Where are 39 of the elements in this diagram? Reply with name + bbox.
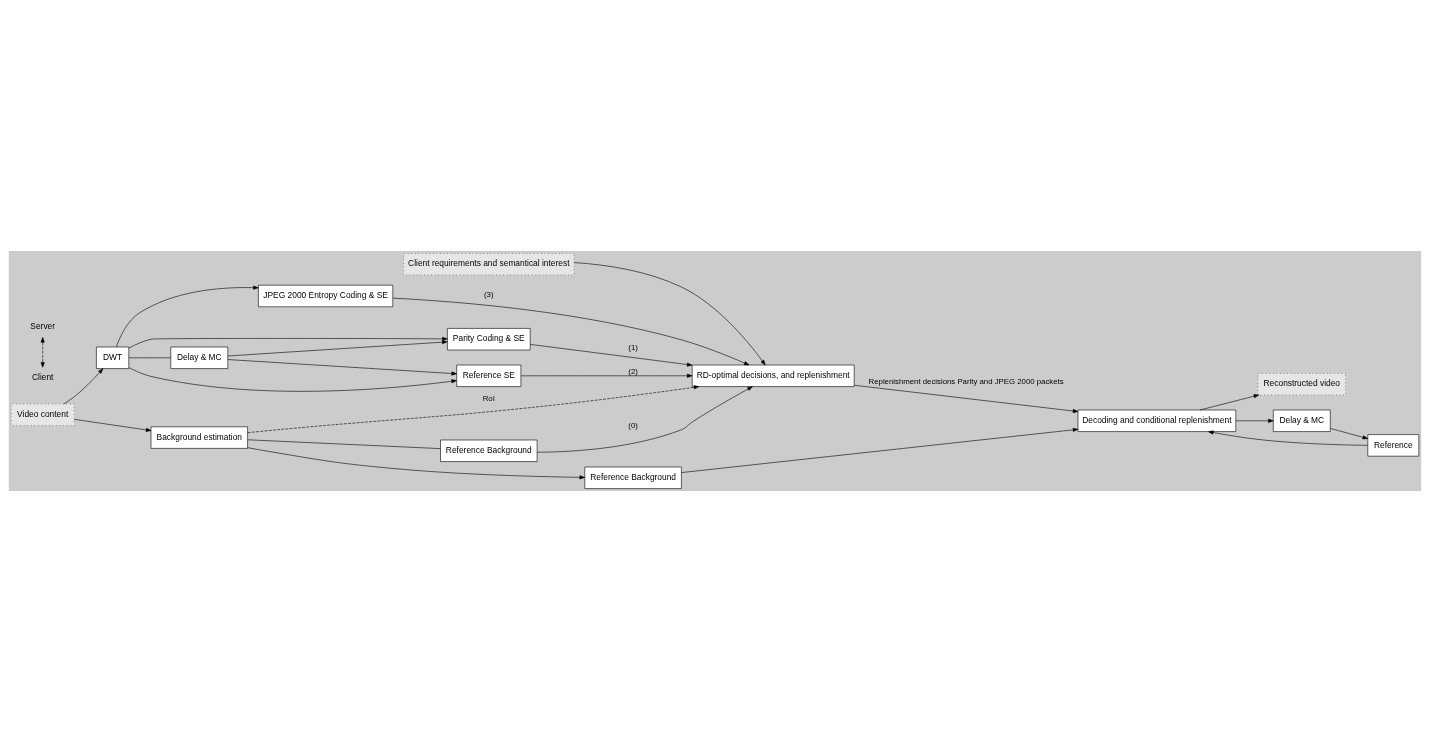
node-box: Decoding and conditional replenishment (1077, 409, 1237, 432)
node-box: Background estimation (150, 426, 248, 449)
node-box: Reference Background (440, 439, 538, 462)
arrow (1330, 428, 1368, 440)
arrow (1199, 394, 1260, 411)
arrow (392, 297, 750, 366)
arrow (40, 337, 45, 368)
node-text: Client (31, 372, 54, 383)
node-box: DWT (96, 346, 130, 369)
arrow (128, 336, 448, 349)
node-box: Reconstructed video (1257, 373, 1346, 396)
arrow (128, 367, 457, 392)
node-box: Reference SE (456, 364, 522, 387)
node-box: RD-optimal decisions, and replenishment (691, 364, 855, 387)
connector (247, 439, 441, 449)
arrow (1208, 430, 1369, 446)
arrow (520, 373, 693, 378)
node-box: Reference Background (584, 466, 682, 489)
arrow (1235, 418, 1274, 423)
arrow (853, 384, 1079, 413)
arrow (536, 386, 753, 453)
arrow (247, 385, 700, 433)
arrow (681, 427, 1079, 473)
node-box: Video content (10, 403, 75, 426)
node-box: Reference (1367, 434, 1420, 457)
node-box: Parity Coding & SE (447, 328, 531, 351)
arrow (116, 285, 259, 348)
arrow (529, 344, 693, 367)
node-box: JPEG 2000 Entropy Coding & SE (258, 284, 394, 308)
arrow (74, 419, 152, 432)
arrow (573, 262, 766, 366)
node-box: Delay & MC (1273, 409, 1331, 432)
arrow (247, 447, 585, 480)
arrow (227, 359, 457, 376)
node-box: Client requirements and semantical interest (403, 253, 575, 276)
arrow (227, 340, 448, 357)
arrow (63, 368, 104, 405)
node-box: Delay & MC (170, 346, 229, 369)
node-text: Server (30, 320, 56, 331)
